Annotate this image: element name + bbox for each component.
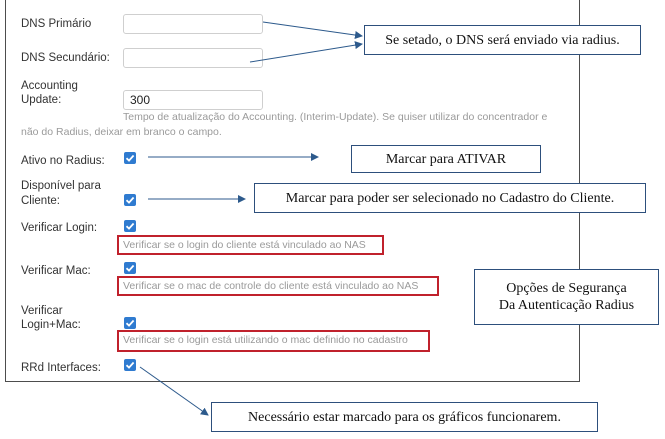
callout-seguranca: Opções de Segurança Da Autenticação Radi… <box>474 269 659 325</box>
check-icon <box>125 264 135 272</box>
callout-ativar: Marcar para ATIVAR <box>351 145 541 173</box>
disponivel-label-line1: Disponível para <box>21 180 101 192</box>
ativo-radius-checkbox[interactable] <box>124 152 136 164</box>
disponivel-cliente-checkbox[interactable] <box>124 194 136 206</box>
verificar-login-checkbox[interactable] <box>124 220 136 232</box>
callout-dns: Se setado, o DNS será enviado via radius… <box>364 25 641 55</box>
accounting-help-line1: Tempo de atualização do Accounting. (Int… <box>123 111 548 123</box>
check-icon <box>125 361 135 369</box>
dns-primary-label: DNS Primário <box>21 18 92 30</box>
callout-graficos: Necessário estar marcado para os gráfico… <box>211 402 598 432</box>
accounting-update-input[interactable] <box>123 90 263 110</box>
callout-cadastro: Marcar para poder ser selecionado no Cad… <box>254 183 646 213</box>
rrd-interfaces-checkbox[interactable] <box>124 359 136 371</box>
verificar-login-mac-label-line1: Verificar <box>21 305 63 317</box>
accounting-label-line2: Update: <box>21 94 62 106</box>
check-icon <box>125 196 135 204</box>
verificar-login-help: Verificar se o login do cliente está vin… <box>117 235 384 255</box>
arrow-dns-secondary <box>249 41 363 63</box>
verificar-login-mac-label-line2: Login+Mac: <box>21 319 81 331</box>
verificar-login-label: Verificar Login: <box>21 222 98 234</box>
check-icon <box>125 319 135 327</box>
disponivel-label-line2: Cliente: <box>21 195 60 207</box>
verificar-mac-label: Verificar Mac: <box>21 265 91 277</box>
verificar-mac-checkbox[interactable] <box>124 262 136 274</box>
accounting-help-line2: não do Radius, deixar em branco o campo. <box>21 126 222 138</box>
dns-secondary-input[interactable] <box>123 48 263 68</box>
verificar-mac-help: Verificar se o mac de controle do client… <box>117 276 439 296</box>
check-icon <box>125 222 135 230</box>
arrow-dns-primary <box>262 21 363 39</box>
dns-secondary-label: DNS Secundário: <box>21 52 110 64</box>
callout-seguranca-line2: Da Autenticação Radius <box>498 298 635 313</box>
check-icon <box>125 154 135 162</box>
arrow-graficos <box>139 366 209 416</box>
ativo-radius-label: Ativo no Radius: <box>21 155 105 167</box>
verificar-login-mac-help: Verificar se o login está utilizando o m… <box>117 330 430 352</box>
accounting-label-line1: Accounting <box>21 80 78 92</box>
rrd-interfaces-label: RRd Interfaces: <box>21 362 101 374</box>
dns-primary-input[interactable] <box>123 14 263 34</box>
verificar-login-mac-checkbox[interactable] <box>124 317 136 329</box>
callout-seguranca-line1: Opções de Segurança <box>506 281 627 296</box>
